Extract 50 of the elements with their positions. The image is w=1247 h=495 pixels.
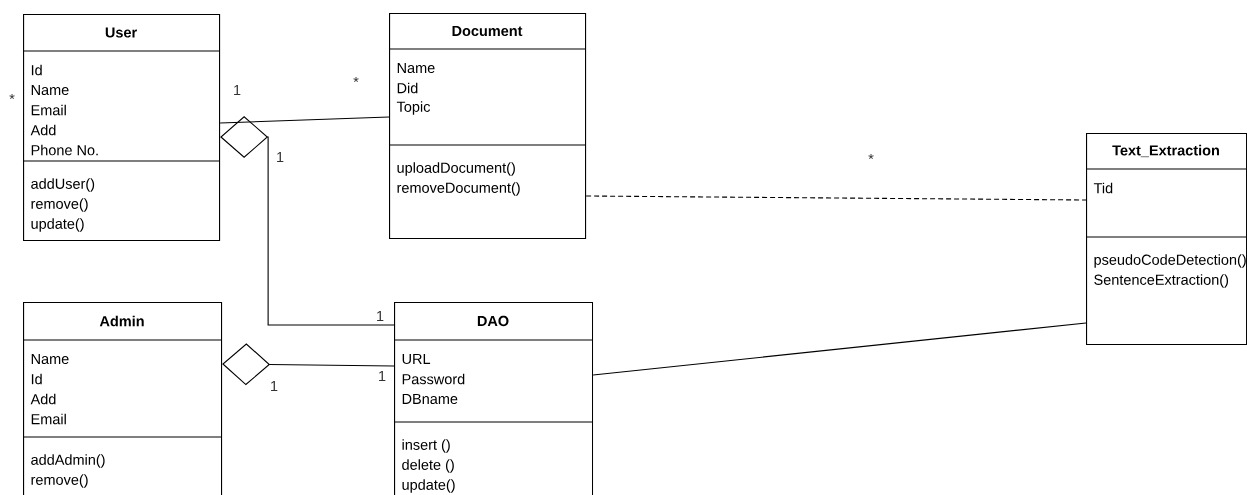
association-line	[585, 195, 1087, 201]
class-box	[388, 13, 587, 240]
attribute-text: Tid	[1093, 182, 1113, 194]
class-name: User	[105, 27, 137, 38]
multiplicity-label: 1	[379, 371, 386, 381]
attribute-text: Id	[31, 64, 42, 76]
method-text: update()	[31, 218, 84, 232]
class-box	[22, 14, 221, 242]
attribute-text: Id	[31, 373, 42, 385]
class-name: Text_Extraction	[1112, 144, 1219, 158]
multiplicity-label: 1	[277, 152, 284, 162]
attribute-text: Name	[397, 62, 435, 74]
multiplicity-label: 1	[377, 311, 384, 321]
method-text: removeDocument()	[397, 182, 520, 196]
method-text: remove()	[31, 198, 88, 212]
attribute-text: DBname	[402, 393, 458, 405]
method-text: addAdmin()	[31, 454, 105, 468]
method-text: update()	[402, 479, 455, 493]
class-box	[22, 302, 223, 495]
multiplicity-label: 1	[234, 85, 241, 95]
attribute-text: Add	[30, 124, 56, 136]
attribute-text: Phone No.	[31, 144, 98, 156]
class-name: Document	[452, 25, 523, 37]
multiplicity-label: *	[868, 154, 874, 160]
multiplicity-label: 1	[271, 381, 278, 391]
multiplicity-label: *	[353, 77, 359, 83]
method-text: insert ()	[402, 439, 450, 453]
class-box	[393, 302, 594, 495]
attribute-text: Add	[30, 393, 56, 405]
attribute-text: Email	[31, 413, 66, 425]
association-line	[222, 343, 395, 386]
class-box	[1085, 133, 1247, 346]
association-line	[219, 116, 390, 124]
association-line	[220, 116, 395, 326]
attribute-text: Name	[31, 84, 69, 96]
method-text: SentenceExtraction()	[1094, 274, 1229, 288]
association-line	[592, 322, 1087, 376]
attribute-text: Name	[31, 353, 69, 365]
method-text: delete ()	[402, 459, 454, 473]
attribute-text: Password	[402, 373, 465, 385]
class-name: Admin	[99, 315, 144, 327]
attribute-text: URL	[402, 353, 431, 365]
method-text: pseudoCodeDetection()	[1094, 254, 1246, 268]
method-text: addUser()	[31, 178, 95, 192]
attribute-text: Email	[31, 104, 66, 116]
attribute-text: Topic	[396, 101, 431, 115]
attribute-text: Did	[397, 82, 418, 94]
method-text: uploadDocument()	[397, 162, 515, 176]
method-text: remove()	[31, 474, 88, 488]
class-name: DAO	[477, 315, 509, 327]
